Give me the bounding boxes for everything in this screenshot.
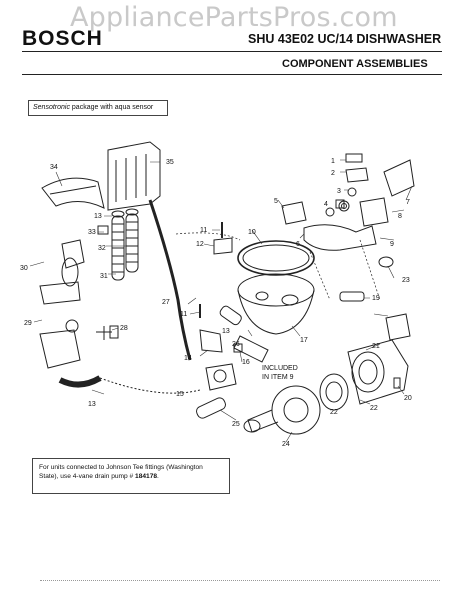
- callout-27: 27: [162, 299, 170, 306]
- callout-numbers: 1 2 3 4 5 6 7 8 9 10 11 11 12 13 13 13 1…: [20, 158, 412, 448]
- included-note-line1: INCLUDED: [262, 365, 298, 372]
- part-22-impeller: [319, 373, 349, 411]
- callout-34: 34: [50, 164, 58, 171]
- callout-29: 29: [24, 320, 32, 327]
- part-30-sensor: [61, 239, 85, 269]
- callout-13c: 13: [88, 401, 96, 408]
- callout-14: 14: [184, 355, 192, 362]
- callout-22a: 22: [330, 409, 338, 416]
- callout-26: 26: [232, 341, 240, 348]
- callout-1: 1: [331, 158, 335, 165]
- callout-11b: 11: [180, 311, 187, 318]
- part-28-connector: [96, 326, 112, 340]
- callout-25: 25: [232, 421, 240, 428]
- part-29-bracket: [39, 281, 81, 305]
- package-label-italic: Sensotronic: [33, 104, 70, 111]
- part-32-hose: [125, 213, 139, 273]
- callout-23: 23: [402, 277, 410, 284]
- part-5-valve: [281, 201, 307, 225]
- callout-16: 16: [242, 359, 250, 366]
- callout-24: 24: [282, 441, 290, 448]
- callout-22b: 22: [370, 405, 378, 412]
- callout-10: 10: [248, 229, 256, 236]
- footer-note-part: 184178: [135, 473, 158, 480]
- callout-7: 7: [406, 199, 410, 206]
- header-rule: [22, 51, 442, 52]
- part-34-cover: [41, 177, 105, 209]
- callout-13b: 13: [222, 328, 230, 335]
- callout-35: 35: [166, 159, 174, 166]
- callout-17: 17: [300, 337, 308, 344]
- part-31-hose: [111, 215, 125, 281]
- callout-2: 2: [331, 170, 335, 177]
- part-23-clamp: [378, 256, 394, 268]
- section-title: COMPONENT ASSEMBLIES: [282, 58, 428, 70]
- callout-21: 21: [372, 343, 380, 350]
- part-13-hose-mid: [219, 305, 242, 326]
- footer-dotted-rule: [40, 580, 440, 581]
- model-title: SHU 43E02 UC/14 DISHWASHER: [248, 32, 442, 46]
- part-13-hose: [58, 375, 102, 388]
- part-15-pump: [205, 363, 237, 391]
- part-9-manifold: [303, 224, 377, 251]
- part-24-pump-housing: [243, 385, 321, 435]
- callout-8: 8: [398, 213, 402, 220]
- callout-20: 20: [404, 395, 412, 402]
- part-20-clip: [393, 377, 401, 389]
- callout-9: 9: [390, 241, 394, 248]
- callout-28: 28: [120, 325, 128, 332]
- section-rule: [22, 74, 442, 75]
- part-17-sump: [237, 273, 315, 307]
- callout-31: 31: [100, 273, 108, 280]
- part-7-guard: [383, 159, 415, 197]
- callout-5: 5: [274, 198, 278, 205]
- callout-13a: 13: [94, 213, 102, 220]
- callout-33: 33: [88, 229, 96, 236]
- callout-4: 4: [324, 201, 328, 208]
- part-21-motor: [347, 339, 409, 405]
- part-14-bracket: [199, 329, 223, 353]
- part-1-cap: [345, 153, 363, 163]
- part-3-ring: [347, 187, 357, 197]
- callout-6: 6: [296, 241, 300, 248]
- package-label-rest: package with aqua sensor: [69, 104, 154, 111]
- part-2-seal: [345, 167, 369, 183]
- brand-logo: BOSCH: [22, 27, 103, 50]
- included-note-line2: IN ITEM 9: [262, 374, 294, 381]
- callout-11a: 11: [200, 227, 207, 234]
- footer-note: For units connected to Johnson Tee fitti…: [32, 458, 230, 494]
- part-8-fitting: [359, 197, 389, 227]
- package-label: Sensotronic package with aqua sensor: [28, 100, 168, 116]
- watermark: AppliancePartsPros.com: [70, 2, 398, 33]
- callout-32: 32: [98, 245, 106, 252]
- part-19-heater: [339, 291, 365, 302]
- callout-15: 15: [176, 391, 184, 398]
- footer-note-end: .: [157, 473, 159, 480]
- callout-19: 19: [372, 295, 380, 302]
- footer-note-text: For units connected to Johnson Tee fitti…: [39, 464, 203, 480]
- part-33-clamp: [97, 225, 109, 235]
- callout-30: 30: [20, 265, 28, 272]
- part-27-tube: [148, 199, 192, 361]
- part-10-gasket: [237, 240, 315, 276]
- callout-12: 12: [196, 241, 204, 248]
- part-25-hose: [196, 397, 226, 419]
- part-16-small: [233, 343, 243, 353]
- part-12-bracket: [213, 237, 233, 255]
- part-35-dispenser: [107, 141, 161, 211]
- callout-3: 3: [337, 188, 341, 195]
